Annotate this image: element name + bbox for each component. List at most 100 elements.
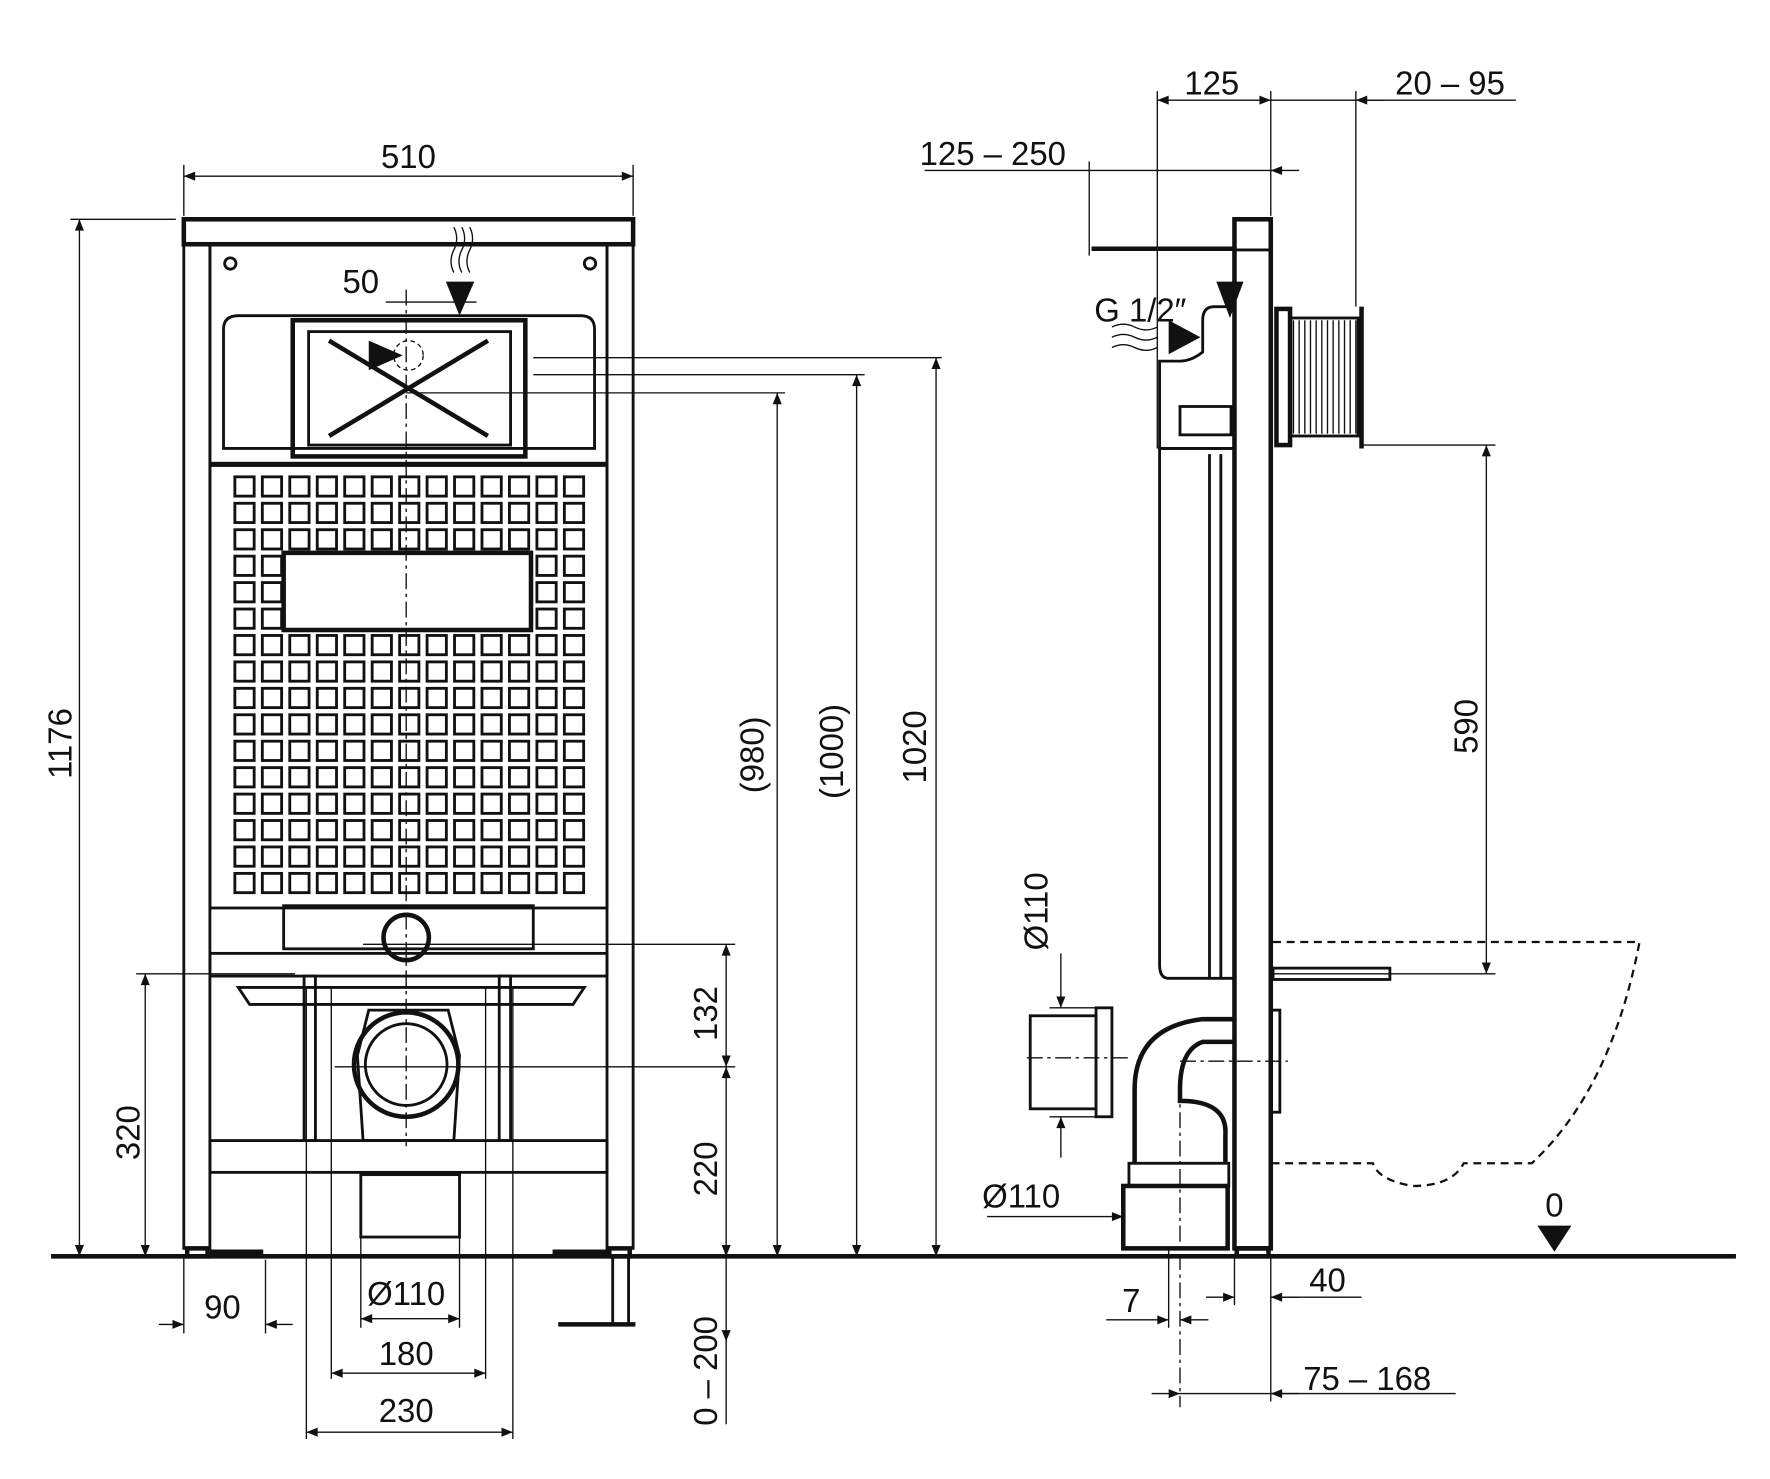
dim-125: 125 [1184, 64, 1239, 101]
tile [508, 819, 531, 842]
tile [480, 528, 503, 551]
tile [343, 845, 366, 868]
tile [315, 686, 338, 710]
tile [425, 871, 448, 895]
dim-d110-horizontal: Ø110 [982, 1178, 1060, 1215]
tile [370, 739, 393, 762]
tile [425, 739, 448, 762]
tile [398, 819, 421, 842]
dim-220: 220 [687, 1142, 724, 1197]
dim-d110-front: Ø110 [367, 1275, 445, 1312]
tile [233, 528, 256, 551]
tile [315, 634, 338, 657]
tile [535, 501, 558, 524]
tile [370, 845, 393, 868]
tile [288, 528, 311, 551]
dim-40: 40 [1309, 1261, 1346, 1298]
dim-230: 230 [379, 1392, 434, 1429]
tile [398, 871, 421, 895]
dim-d110-vertical: Ø110 [1017, 872, 1054, 950]
tile [508, 475, 531, 498]
tile [288, 475, 311, 498]
tile [343, 660, 366, 683]
tile [370, 475, 393, 498]
tile [233, 475, 256, 498]
tile [288, 501, 311, 524]
tile [425, 713, 448, 736]
dim-320: 320 [110, 1105, 147, 1160]
tile [508, 766, 531, 789]
tile [233, 766, 256, 789]
tile [453, 819, 476, 842]
tile [233, 819, 256, 842]
tile [343, 871, 366, 895]
tile [315, 819, 338, 842]
tile [562, 581, 586, 604]
tile [288, 819, 311, 842]
tile [453, 660, 476, 683]
tile [343, 634, 366, 657]
tile [453, 792, 476, 815]
tile [398, 634, 421, 657]
tile [370, 713, 393, 736]
tile [453, 739, 476, 762]
tile [370, 871, 393, 895]
tile [453, 501, 476, 524]
tile [562, 528, 586, 551]
tile [233, 607, 256, 630]
tile [260, 739, 284, 762]
tile [535, 713, 558, 736]
tile [370, 634, 393, 657]
tile [370, 792, 393, 815]
tile [453, 766, 476, 789]
side-frame [1026, 217, 1641, 1408]
tile [453, 713, 476, 736]
tile [260, 581, 284, 604]
tile [233, 845, 256, 868]
tile [260, 686, 284, 710]
tile [288, 739, 311, 762]
wall-mount-ribs [1292, 320, 1357, 434]
tile [480, 713, 503, 736]
tile [508, 845, 531, 868]
tile [370, 501, 393, 524]
tile [508, 634, 531, 657]
tile [508, 660, 531, 683]
tile [535, 554, 558, 577]
tile [562, 792, 586, 815]
tile [233, 686, 256, 710]
side-dimensions: 125 20 – 95 125 – 250 G 1/2″ 590 Ø110 Ø1… [920, 64, 1572, 1402]
tile [233, 581, 256, 604]
tile [535, 581, 558, 604]
tile [425, 475, 448, 498]
tile [480, 475, 503, 498]
tile [535, 739, 558, 762]
tile [425, 528, 448, 551]
tile [562, 660, 586, 683]
tile [370, 528, 393, 551]
dim-50: 50 [343, 263, 380, 300]
tile [260, 766, 284, 789]
dim-132: 132 [687, 986, 724, 1041]
tile [260, 871, 284, 895]
tile [480, 501, 503, 524]
tile [425, 766, 448, 789]
tile [370, 686, 393, 710]
tile [260, 501, 284, 524]
tile [288, 713, 311, 736]
dim-510: 510 [381, 138, 436, 175]
tile [453, 475, 476, 498]
tile [453, 634, 476, 657]
tile [480, 739, 503, 762]
tile [398, 501, 421, 524]
tile [370, 766, 393, 789]
tile [453, 528, 476, 551]
tile [315, 475, 338, 498]
tile [425, 686, 448, 710]
tile [233, 713, 256, 736]
tile [508, 871, 531, 895]
tile [562, 739, 586, 762]
tile [535, 475, 558, 498]
tile [260, 607, 284, 630]
tile [562, 634, 586, 657]
